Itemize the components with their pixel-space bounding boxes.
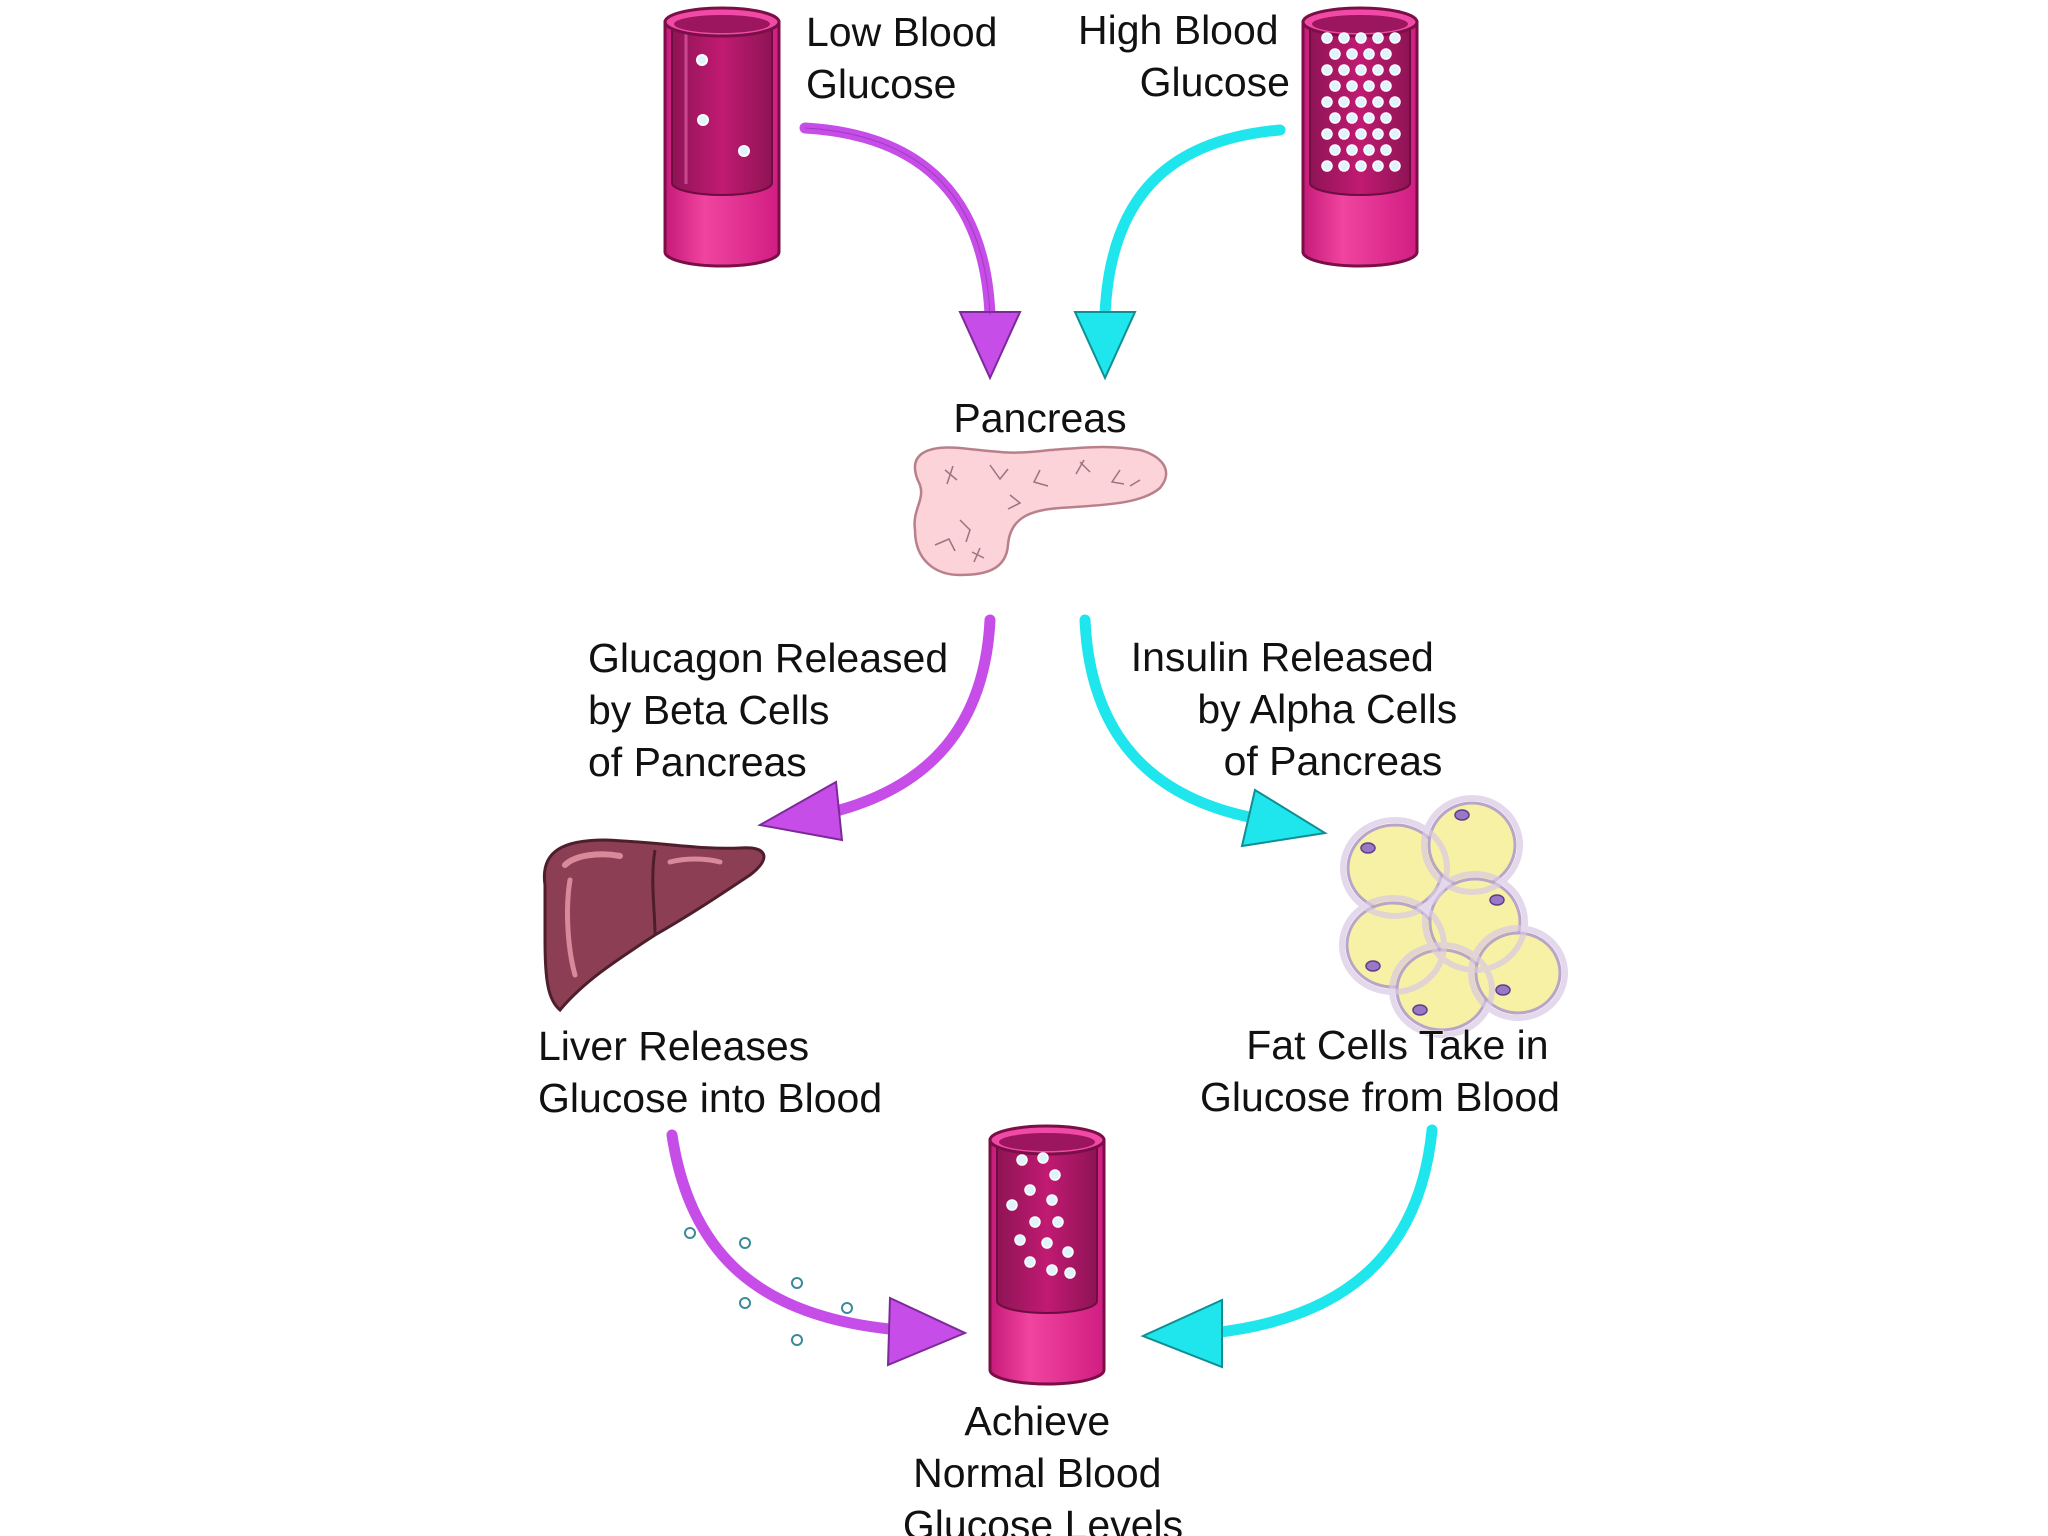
glucose-molecule-icon	[1380, 144, 1392, 156]
glucose-molecule-icon	[1355, 32, 1367, 44]
glucose-molecule-icon	[1052, 1216, 1064, 1228]
glucose-molecule-icon	[1064, 1267, 1076, 1279]
vessel-normal-glucose-icon	[988, 1124, 1106, 1386]
glucose-molecule-icon	[1389, 64, 1401, 76]
glucose-molecule-icon	[1346, 80, 1358, 92]
glucose-molecule-icon	[1321, 32, 1401, 172]
arrow-liver-to-normal	[666, 1129, 968, 1367]
glucose-molecule-icon	[1346, 112, 1358, 124]
glucose-molecule-icon	[1329, 80, 1341, 92]
glucose-molecule-icon	[1321, 96, 1333, 108]
glucose-molecule-icon	[1329, 112, 1341, 124]
pancreas-icon	[913, 445, 1168, 577]
glucose-molecule-icon	[1338, 160, 1350, 172]
arrow-high-to-pancreas	[1073, 124, 1286, 381]
glucose-molecule-icon	[1016, 1154, 1028, 1166]
glucose-molecule-icon	[1372, 32, 1384, 44]
arrow-low-to-pancreas	[799, 122, 1022, 381]
label-fat-cells-take-in: Fat Cells Take in Glucose from Blood	[1200, 1022, 1560, 1120]
glucose-molecule-icon	[1389, 160, 1401, 172]
vessel-high-glucose-icon	[1301, 6, 1419, 268]
glucose-molecule-icon	[1338, 32, 1350, 44]
glucose-molecule-icon	[1355, 128, 1367, 140]
glucose-molecule-icon	[1321, 64, 1333, 76]
glucose-molecule-icon	[1380, 112, 1392, 124]
glucose-molecule-icon	[1355, 96, 1367, 108]
label-low-blood-glucose: Low Blood Glucose	[806, 9, 1009, 107]
glucose-molecule-icon	[1389, 32, 1401, 44]
label-glucagon-released: Glucagon Released by Beta Cells of Pancr…	[588, 635, 960, 785]
glucose-molecule-icon	[1041, 1237, 1053, 1249]
fat-cells-icon	[1339, 795, 1568, 1038]
liver-icon	[542, 838, 766, 1013]
glucose-molecule-icon	[1046, 1194, 1058, 1206]
glucose-molecule-icon	[1037, 1152, 1049, 1164]
label-high-blood-glucose: High Blood Glucose	[1078, 7, 1290, 105]
glucose-molecule-icon	[1006, 1152, 1076, 1279]
label-achieve-normal: Achieve Normal Blood Glucose Levels	[903, 1398, 1183, 1536]
glucose-molecule-icon	[1389, 128, 1401, 140]
glucose-molecule-icon	[1380, 48, 1392, 60]
glucose-molecule-icon	[1363, 112, 1375, 124]
glucose-molecule-icon	[1355, 160, 1367, 172]
glucose-molecule-icon	[1389, 96, 1401, 108]
glucose-molecule-icon	[1046, 1264, 1058, 1276]
glucose-molecule-icon	[1346, 144, 1358, 156]
glucose-molecule-icon	[1329, 48, 1341, 60]
glucose-molecule-icon	[1346, 48, 1358, 60]
label-insulin-released: Insulin Released by Alpha Cells of Pancr…	[1131, 634, 1469, 784]
glucose-released-icon	[684, 1227, 853, 1346]
glucose-molecule-icon	[1329, 144, 1341, 156]
glucose-molecule-icon	[1321, 32, 1333, 44]
glucose-molecule-icon	[1380, 80, 1392, 92]
glucose-molecule-icon	[1029, 1216, 1041, 1228]
glucose-molecule-icon	[1321, 128, 1333, 140]
glucose-molecule-icon	[1338, 64, 1350, 76]
glucose-molecule-icon	[1363, 48, 1375, 60]
glucose-molecule-icon	[696, 54, 750, 157]
glucose-molecule-icon	[1372, 64, 1384, 76]
label-pancreas: Pancreas	[953, 395, 1126, 441]
glucose-molecule-icon	[1024, 1256, 1036, 1268]
glucose-molecule-icon	[1024, 1184, 1036, 1196]
glucose-molecule-icon	[1355, 64, 1367, 76]
glucose-molecule-icon	[1363, 144, 1375, 156]
glucose-molecule-icon	[1372, 96, 1384, 108]
label-liver-releases: Liver Releases Glucose into Blood	[538, 1023, 882, 1121]
vessel-low-glucose-icon	[663, 6, 781, 268]
glucose-molecule-icon	[1321, 160, 1333, 172]
glucose-molecule-icon	[1062, 1246, 1074, 1258]
glucose-molecule-icon	[1014, 1234, 1026, 1246]
glucose-molecule-icon	[1338, 128, 1350, 140]
glucose-molecule-icon	[1372, 160, 1384, 172]
glucose-molecule-icon	[1049, 1169, 1061, 1181]
arrow-glucagon-to-liver	[757, 614, 996, 842]
glucose-molecule-icon	[1372, 128, 1384, 140]
glucose-molecule-icon	[1338, 96, 1350, 108]
arrow-fat-to-normal	[1140, 1124, 1438, 1369]
arrow-insulin-to-fat	[1079, 614, 1328, 848]
glucose-molecule-icon	[1363, 80, 1375, 92]
glucose-molecule-icon	[1006, 1199, 1018, 1211]
